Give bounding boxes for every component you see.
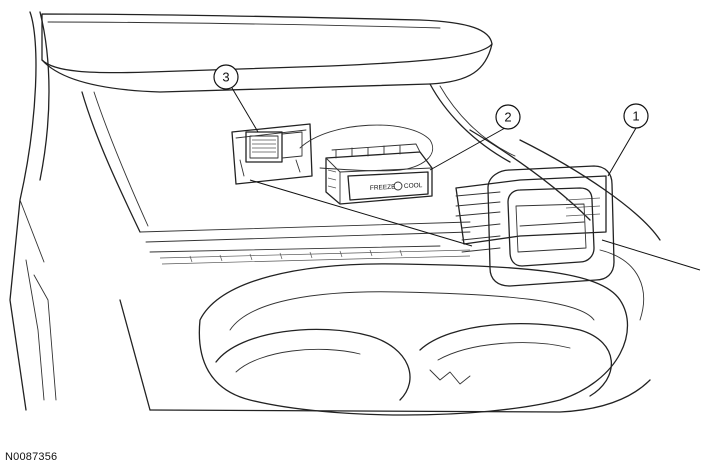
switch-label-freeze: FREEZE xyxy=(370,184,397,192)
callout-2: 2 xyxy=(495,104,521,130)
module-component-3 xyxy=(231,123,433,185)
figure-reference-id: N0087356 xyxy=(5,451,58,463)
callout-number-1: 1 xyxy=(632,109,639,124)
switch-label-cool: COOL xyxy=(404,182,423,190)
axis-line xyxy=(249,179,701,271)
switch-component-2: FREEZE COOL xyxy=(325,143,433,205)
bezel-component-1 xyxy=(455,165,615,287)
leader-line-3 xyxy=(231,87,259,133)
callout-number-3: 3 xyxy=(222,70,229,85)
callout-1: 1 xyxy=(623,103,649,129)
leader-line-2 xyxy=(429,127,506,171)
callout-3: 3 xyxy=(213,64,239,90)
console-body xyxy=(9,11,661,416)
leader-lines xyxy=(231,87,701,271)
leader-line-1 xyxy=(607,127,637,177)
callout-number-2: 2 xyxy=(504,110,511,125)
